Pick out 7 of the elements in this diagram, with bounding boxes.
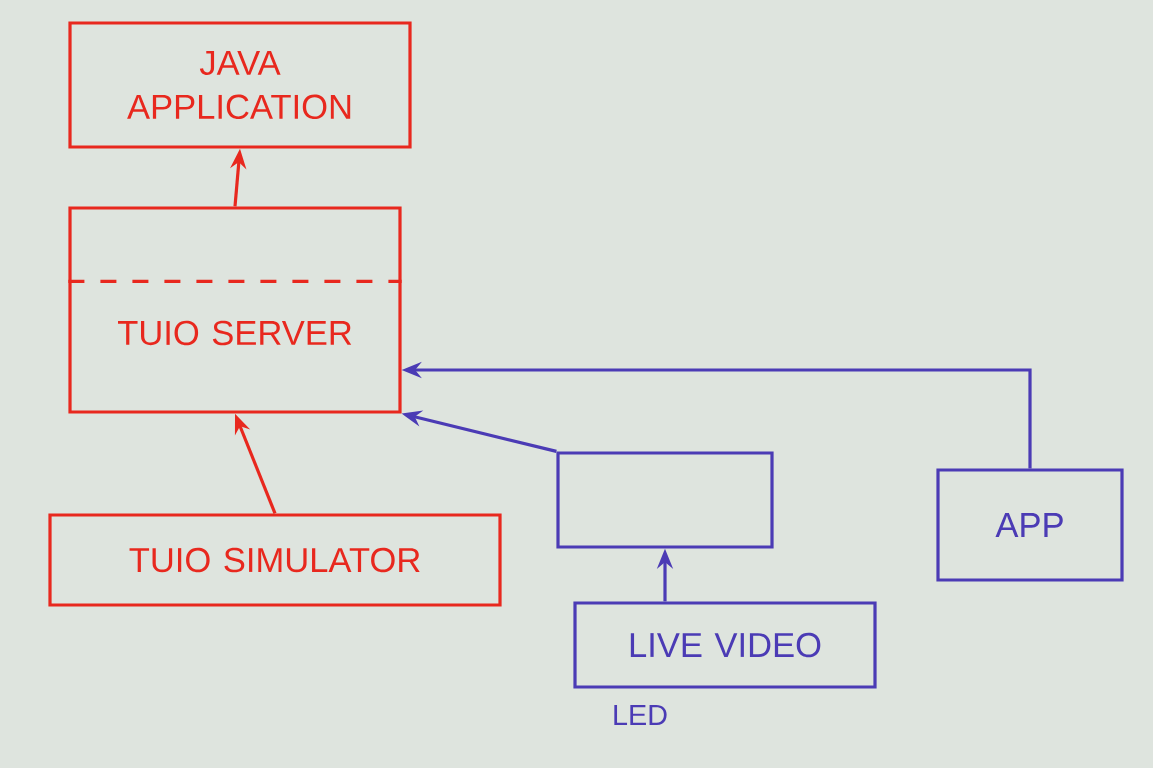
- process-box: JAVA APPLICATION: [68, 21, 412, 149]
- side-note: LED: [614, 705, 667, 725]
- process-box: APP: [936, 468, 1124, 582]
- process-box: LIVE VIDEO: [573, 601, 877, 689]
- process-box: [556, 451, 774, 549]
- process-box: TUIO SERVER: [68, 206, 402, 414]
- process-box: TUIO SIMULATOR: [48, 513, 502, 607]
